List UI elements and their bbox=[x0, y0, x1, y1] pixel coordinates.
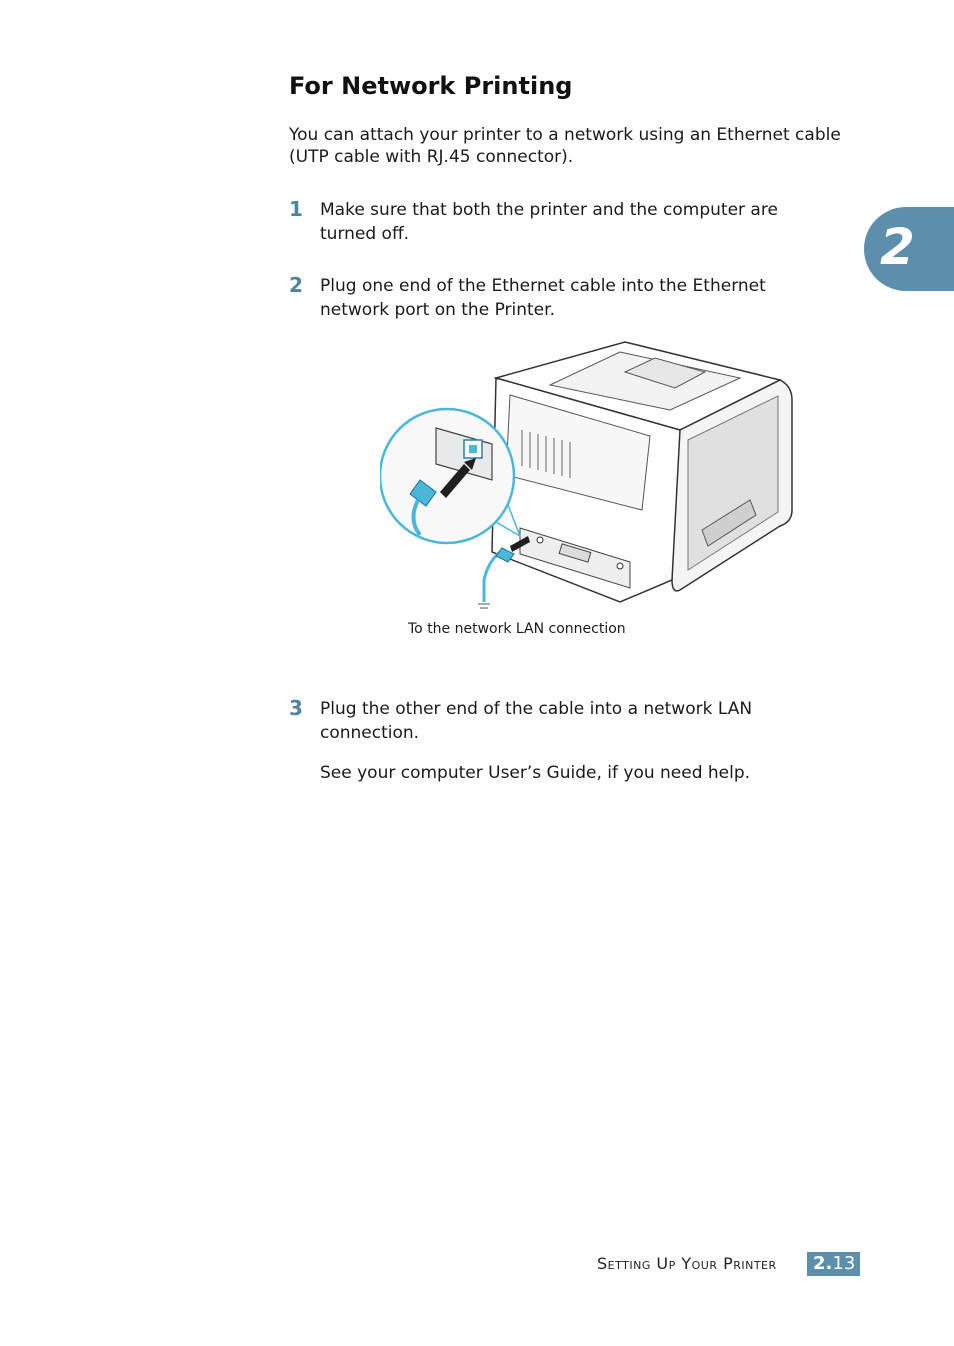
figure-caption: To the network LAN connection bbox=[408, 621, 626, 637]
page-number-box: 2.13 bbox=[807, 1252, 860, 1276]
step-3-text: Plug the other end of the cable into a n… bbox=[320, 699, 753, 743]
step-2-text: Plug one end of the Ethernet cable into … bbox=[320, 276, 766, 320]
intro-paragraph: You can attach your printer to a network… bbox=[289, 125, 841, 167]
page-number-major: 2. bbox=[813, 1253, 833, 1274]
step-3-note: See your computer User’s Guide, if you n… bbox=[320, 763, 751, 783]
footer-chapter-title: Setting Up Your Printer bbox=[597, 1254, 777, 1273]
step-2-number: 2 bbox=[289, 273, 303, 297]
chapter-number: 2 bbox=[880, 218, 915, 276]
step-1-number: 1 bbox=[289, 197, 303, 221]
page-number-minor: 13 bbox=[832, 1253, 856, 1274]
step-1-text: Make sure that both the printer and the … bbox=[320, 200, 778, 244]
chapter-tab bbox=[864, 207, 954, 291]
section-title: For Network Printing bbox=[289, 72, 573, 100]
step-3-number: 3 bbox=[289, 696, 303, 720]
printer-ethernet-illustration bbox=[380, 341, 793, 609]
